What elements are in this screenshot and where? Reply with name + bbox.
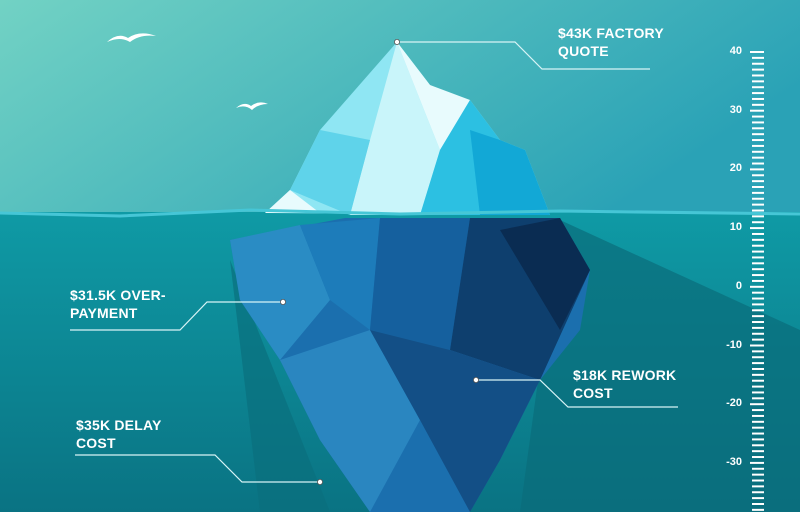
callout-overpayment: $31.5K OVER- PAYMENT <box>70 286 166 322</box>
callout-line1: $35K DELAY <box>76 417 162 433</box>
underwater-shadow-left <box>230 260 330 512</box>
scale-label: 30 <box>729 103 742 116</box>
callout-lines <box>70 41 678 483</box>
depth-scale-ticks <box>750 51 764 511</box>
bird-icon <box>107 33 156 42</box>
callout-line1: $43K FACTORY <box>558 25 664 41</box>
callout-line1: $31.5K OVER- <box>70 287 166 303</box>
callout-line2: COST <box>76 435 116 451</box>
callout-line2: QUOTE <box>558 43 609 59</box>
callout-rework-cost: $18K REWORK COST <box>573 366 676 402</box>
scale-label: 10 <box>729 221 742 234</box>
callout-line2: PAYMENT <box>70 305 138 321</box>
scale-label: 20 <box>729 162 742 175</box>
scale-label: -30 <box>726 455 742 468</box>
scale-label: 0 <box>735 279 742 292</box>
callout-factory-quote: $43K FACTORY QUOTE <box>558 24 664 60</box>
scale-label: 40 <box>729 45 742 57</box>
underwater-shadow <box>520 220 800 512</box>
waterline <box>0 208 800 218</box>
scale-label: -10 <box>726 338 742 351</box>
scale-label: -20 <box>726 397 742 410</box>
callout-dots <box>279 39 479 485</box>
iceberg-tip <box>265 42 550 215</box>
callout-line2: COST <box>573 385 613 401</box>
callout-line1: $18K REWORK <box>573 367 677 383</box>
callout-delay-cost: $35K DELAY COST <box>76 416 162 452</box>
iceberg-submerged <box>230 218 590 512</box>
bird-icon <box>236 102 268 110</box>
